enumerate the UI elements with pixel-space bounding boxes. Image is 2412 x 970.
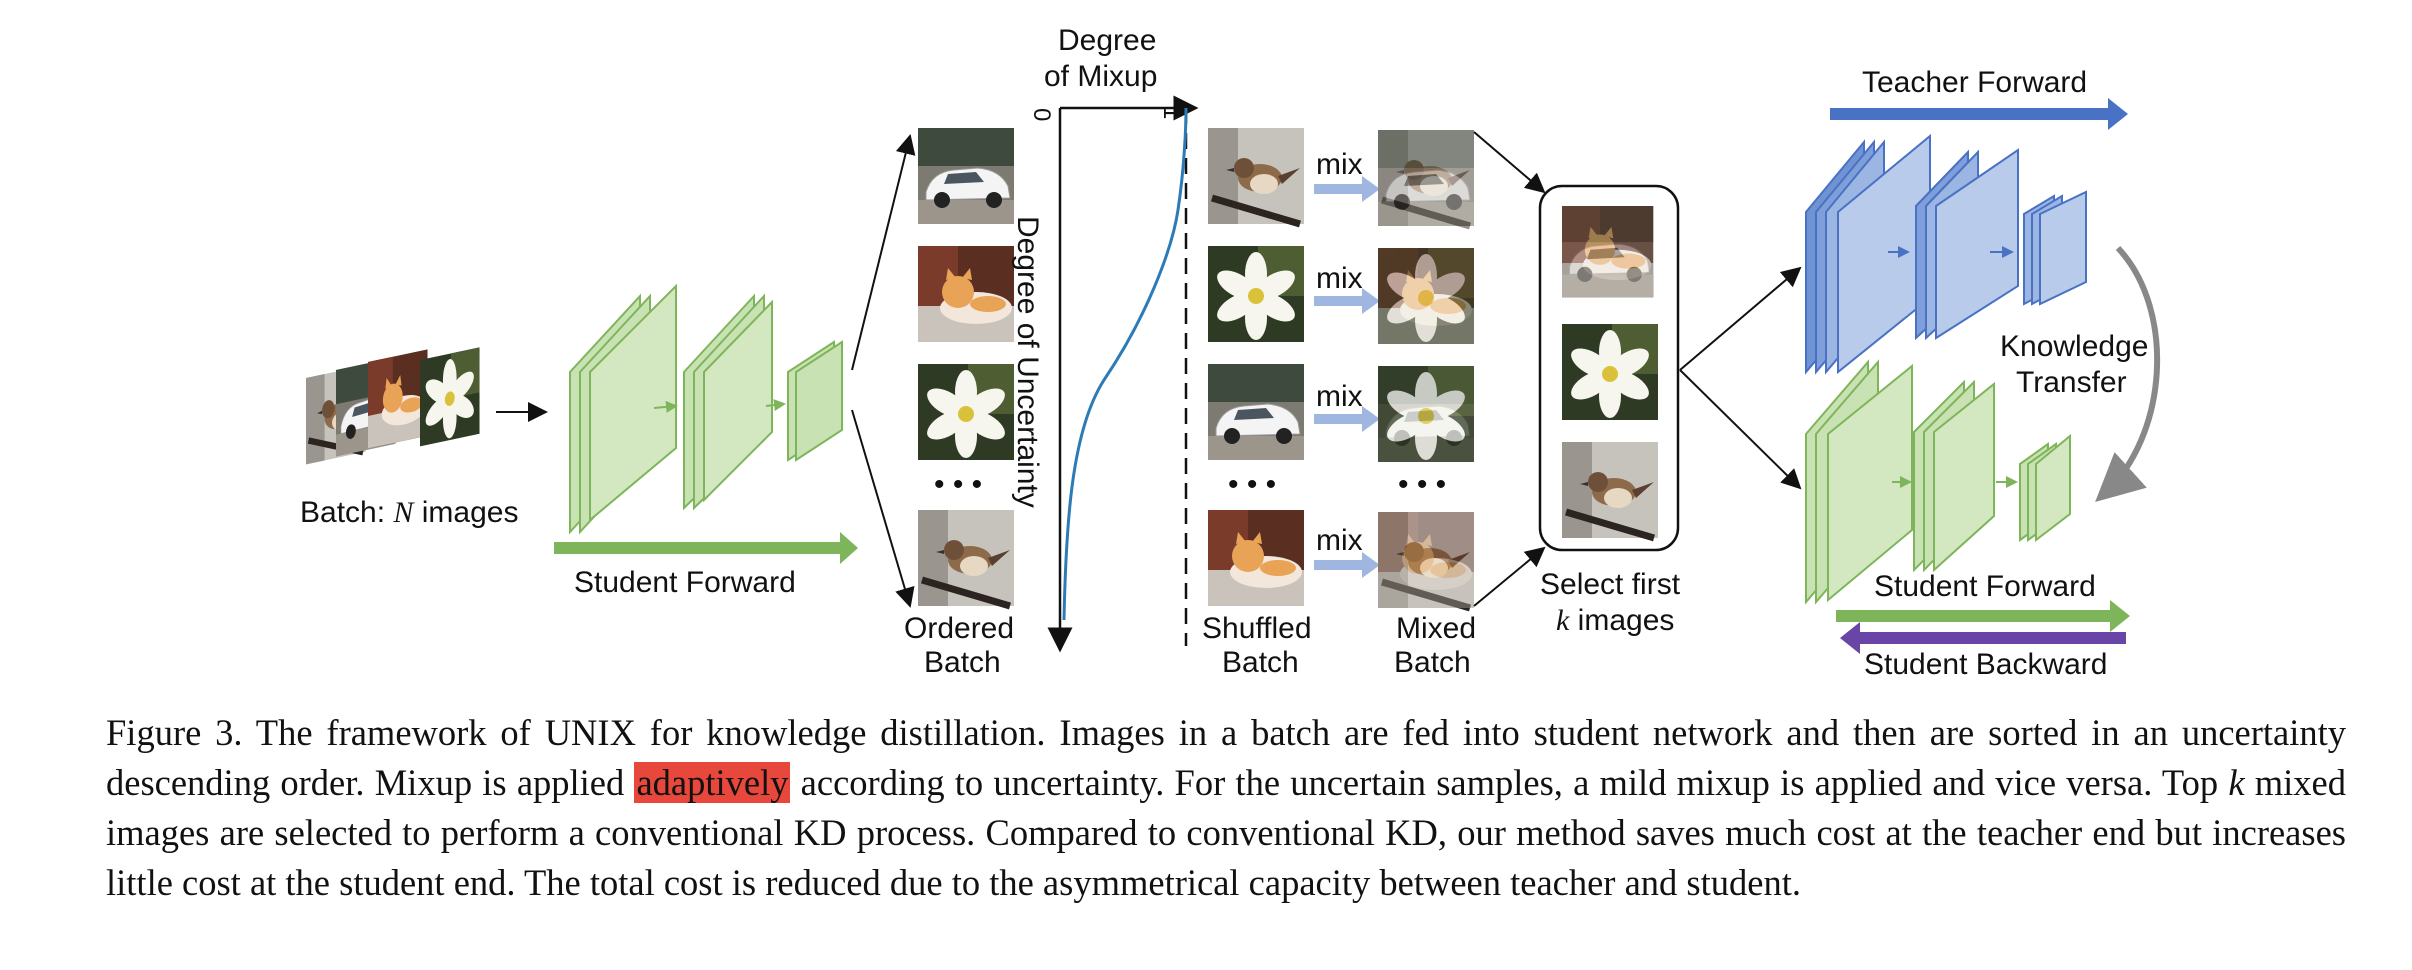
shuffled-dots: • • •	[1228, 468, 1276, 501]
ordered-dots: • • •	[934, 468, 982, 501]
axis-zero-label: 0	[1028, 108, 1055, 121]
framework-diagram: Batch: N images Student Forward • • • Or…	[300, 24, 2161, 681]
to-ordered-top-arrow	[851, 134, 916, 371]
mixup-uncertainty-plot	[1047, 95, 1199, 653]
caption-highlight: adaptively	[634, 762, 791, 803]
knowledge-transfer-line2: Transfer	[2016, 366, 2127, 399]
knowledge-transfer-arrow	[2095, 245, 2161, 503]
student-network-right	[1805, 359, 2071, 605]
axis-one-label: 1	[1158, 106, 1185, 119]
ordered-label-line2: Batch	[924, 646, 1001, 679]
mix-label-4: mix	[1316, 524, 1363, 557]
knowledge-transfer-line1: Knowledge	[2000, 330, 2148, 363]
student-forward-label-right: Student Forward	[1874, 570, 2096, 603]
mixed-batch-images	[1378, 130, 1474, 608]
select-label-line2: k images	[1556, 604, 1674, 637]
ordered-batch-images	[918, 127, 1014, 606]
figure-caption: Figure 3. The framework of UNIX for know…	[106, 708, 2346, 908]
to-teacher-arrow	[1679, 266, 1802, 371]
mixup-curve	[1062, 107, 1188, 621]
mixed-label-line2: Batch	[1394, 646, 1471, 679]
student-forward-label-left: Student Forward	[574, 566, 796, 599]
mix-arrows	[1314, 176, 1380, 578]
caption-var-k: k	[2228, 762, 2245, 803]
degree-of-mixup-line2: of Mixup	[1044, 60, 1157, 93]
mix-label-2: mix	[1316, 262, 1363, 295]
to-ordered-bottom-arrow	[851, 409, 915, 608]
select-label-line1: Select first	[1540, 568, 1681, 601]
input-batch-stack	[306, 347, 480, 464]
caption-text-part1: The framework of UNIX for knowledge dist…	[106, 712, 2347, 803]
ordered-label-line1: Ordered	[904, 612, 1014, 645]
student-backward-bar	[1856, 632, 2126, 644]
caption-figure-label: Figure 3.	[106, 712, 243, 753]
to-select-top-arrow	[1473, 131, 1546, 194]
mixed-dots: • • •	[1398, 468, 1446, 501]
degree-of-mixup-line1: Degree	[1058, 24, 1156, 57]
shuffled-label-line1: Shuffled	[1202, 612, 1312, 645]
mixed-label-line1: Mixed	[1396, 612, 1476, 645]
teacher-forward-label: Teacher Forward	[1862, 66, 2087, 99]
caption-text-part2: according to uncertainty. For the uncert…	[790, 762, 2229, 803]
selected-images	[1562, 205, 1658, 538]
mix-label-1: mix	[1316, 148, 1363, 181]
student-forward-bar-right	[1836, 610, 2114, 622]
shuffled-batch-images	[1208, 128, 1304, 606]
to-student-arrow	[1679, 369, 1802, 490]
degree-of-uncertainty-label: Degree of Uncertainty	[1011, 216, 1044, 508]
shuffled-label-line2: Batch	[1222, 646, 1299, 679]
student-backward-label: Student Backward	[1864, 648, 2107, 681]
batch-label: Batch: N images	[300, 496, 518, 529]
teacher-forward-bar	[1830, 108, 2112, 120]
to-select-bottom-arrow	[1473, 546, 1546, 607]
teacher-network	[1805, 133, 2087, 375]
student-network-left	[569, 283, 843, 535]
mix-label-3: mix	[1316, 380, 1363, 413]
caption-text-part3: mixed images are selected to perform a c…	[106, 762, 2346, 903]
